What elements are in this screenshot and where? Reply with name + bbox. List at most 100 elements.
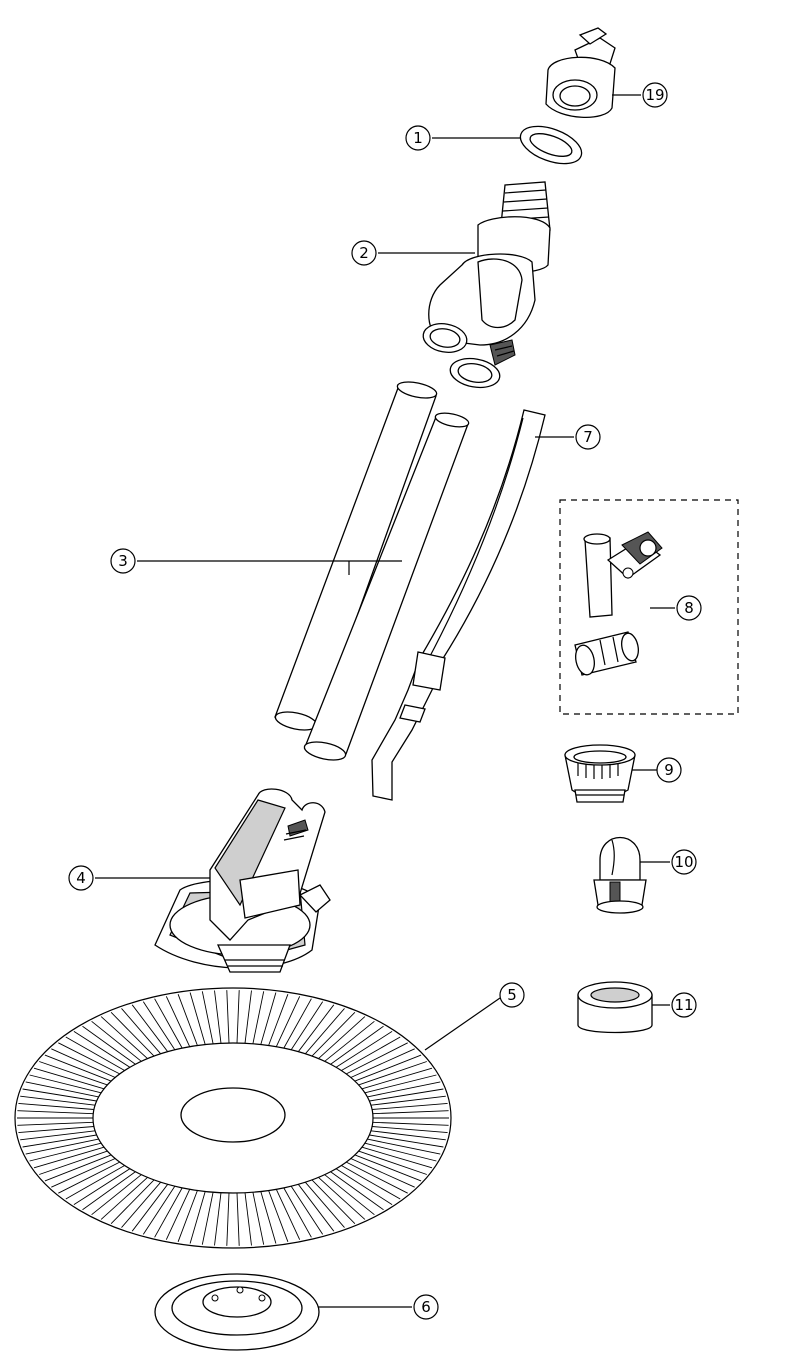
disc-fin: [318, 1016, 366, 1059]
disc-fin: [91, 1174, 142, 1216]
svg-text:4: 4: [76, 869, 86, 887]
disc-fin: [100, 1177, 148, 1220]
disc-fin: [154, 1187, 183, 1238]
disc-fin: [142, 1185, 176, 1235]
disc-fin: [121, 1008, 162, 1055]
disc-fin: [275, 1189, 301, 1240]
callout-3: 3: [110, 548, 136, 574]
disc-fin: [29, 1074, 102, 1094]
svg-text:3: 3: [118, 552, 128, 570]
disc-fin: [354, 1054, 422, 1082]
callout-19: 19: [642, 82, 668, 108]
disc-fin: [358, 1061, 427, 1086]
disc-fin: [304, 1181, 345, 1228]
disc-fin: [44, 1054, 112, 1082]
disc-fin: [311, 1179, 356, 1225]
disc-fin: [252, 1192, 265, 1245]
disc-fin: [121, 1181, 162, 1228]
disc-fin: [110, 1011, 155, 1057]
disc-fin: [82, 1025, 136, 1065]
callout-9: 9: [656, 757, 682, 783]
disc-fin: [189, 1191, 206, 1244]
svg-text:9: 9: [664, 761, 674, 779]
svg-text:19: 19: [645, 86, 664, 104]
disc-fin: [39, 1150, 108, 1175]
disc-fin: [177, 1190, 198, 1242]
callout-7: 7: [575, 424, 601, 450]
disc-fin: [91, 1020, 142, 1062]
disc-fin: [335, 1168, 393, 1205]
disc-fin: [290, 1185, 324, 1235]
disc-fin: [82, 1171, 136, 1211]
disc-fin: [367, 1081, 441, 1098]
callout-11: 11: [671, 992, 697, 1018]
callout-8: 8: [676, 595, 702, 621]
disc-fin: [18, 1126, 94, 1134]
disc-fin: [44, 1154, 112, 1182]
disc-fin: [372, 1110, 449, 1115]
part-4-cleaner-body: [154, 788, 331, 973]
svg-text:10: 10: [674, 853, 693, 871]
disc-fin: [17, 1121, 94, 1126]
disc-fin: [20, 1130, 96, 1141]
disc-fin: [367, 1138, 441, 1155]
disc-fin: [283, 1187, 312, 1238]
svg-text:8: 8: [684, 599, 694, 617]
disc-fin: [335, 1031, 393, 1068]
disc-fin: [364, 1142, 437, 1162]
disc-fin: [236, 1192, 240, 1246]
part-6-foot-pad: [154, 1273, 320, 1351]
disc-fin: [297, 1184, 335, 1232]
disc-fin: [39, 1061, 108, 1086]
disc-fin: [201, 991, 214, 1044]
disc-fin: [318, 1177, 366, 1220]
callout-1: 1: [405, 125, 431, 151]
part-3-tubes: [274, 381, 470, 761]
disc-fin: [283, 998, 312, 1049]
disc-fin: [65, 1036, 125, 1071]
callout-5: 5: [499, 982, 525, 1008]
part-8-kit-box: [559, 499, 739, 715]
disc-fin: [350, 1158, 415, 1188]
part-2-swivel-head: [422, 181, 551, 389]
disc-fin: [25, 1138, 99, 1155]
disc-fin: [341, 1165, 401, 1200]
part-5-finned-disc: [14, 987, 452, 1249]
disc-fin: [20, 1095, 96, 1106]
disc-fin: [297, 1004, 335, 1052]
disc-fin: [17, 1110, 94, 1115]
disc-fin: [214, 1192, 222, 1246]
part-9-threaded-strainer: [564, 744, 636, 803]
disc-fin: [370, 1095, 446, 1106]
disc-fin: [154, 998, 183, 1049]
svg-text:1: 1: [413, 129, 423, 147]
disc-fin: [165, 996, 191, 1047]
disc-fin: [268, 994, 289, 1046]
disc-fin: [73, 1168, 131, 1205]
disc-fin: [142, 1001, 176, 1051]
disc-fin: [177, 994, 198, 1046]
disc-fin: [110, 1179, 155, 1225]
disc-fin: [350, 1048, 415, 1078]
callout-2: 2: [351, 240, 377, 266]
disc-fin: [51, 1158, 116, 1188]
disc-fin: [275, 996, 301, 1047]
svg-text:2: 2: [359, 244, 369, 262]
disc-fin: [131, 1004, 169, 1052]
disc-fin: [165, 1189, 191, 1240]
disc-fin: [346, 1042, 408, 1075]
part-7-flex-strip: [371, 409, 546, 801]
svg-text:7: 7: [583, 428, 593, 446]
disc-fin: [361, 1146, 433, 1169]
disc-fin: [226, 990, 230, 1044]
disc-fin: [252, 991, 265, 1044]
disc-fin: [369, 1088, 444, 1102]
callout-4: 4: [68, 865, 94, 891]
part-10-dome-cap: [593, 836, 647, 914]
disc-fin: [324, 1020, 375, 1062]
disc-fin: [372, 1121, 449, 1126]
svg-text:6: 6: [421, 1298, 431, 1316]
disc-fin: [358, 1150, 427, 1175]
disc-fin: [236, 990, 240, 1044]
